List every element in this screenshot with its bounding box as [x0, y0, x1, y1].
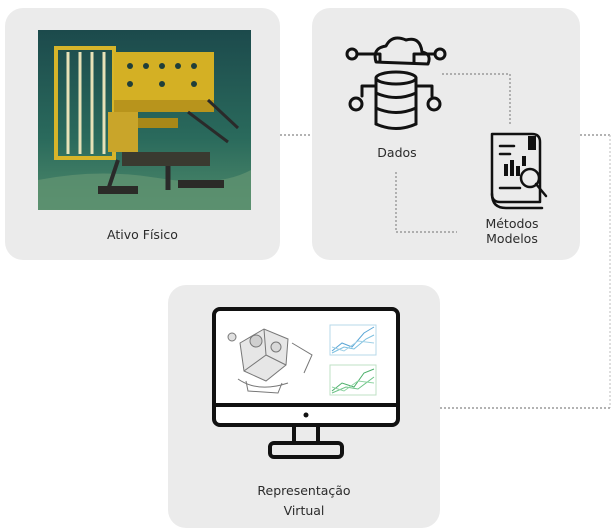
line-chart-top	[329, 324, 377, 356]
ativo-fisico-label: Ativo Físico	[107, 227, 178, 242]
dados-label: Dados	[377, 145, 417, 160]
metodos-label: Métodos	[485, 216, 539, 231]
report-analytics-icon	[490, 132, 548, 210]
modelos-label: Modelos	[486, 231, 538, 246]
dados-inner-connectors	[395, 73, 511, 233]
ativo-fisico-card: Ativo Físico	[5, 8, 280, 260]
line-chart-bottom	[329, 364, 377, 396]
metodos-modelos-label: Métodos Modelos	[457, 216, 567, 246]
dados-card: Dados Métodos Modelos	[312, 8, 580, 260]
equipment-3d-model	[227, 328, 313, 394]
database-cloud-icon	[345, 36, 447, 130]
subsea-equipment-image	[38, 30, 251, 210]
computer-monitor-icon	[212, 307, 400, 459]
representacao-label: Representação	[257, 483, 351, 498]
representacao-virtual-label: Representação Virtual	[168, 481, 440, 521]
representacao-virtual-card: Representação Virtual	[168, 285, 440, 528]
virtual-label: Virtual	[283, 503, 325, 518]
